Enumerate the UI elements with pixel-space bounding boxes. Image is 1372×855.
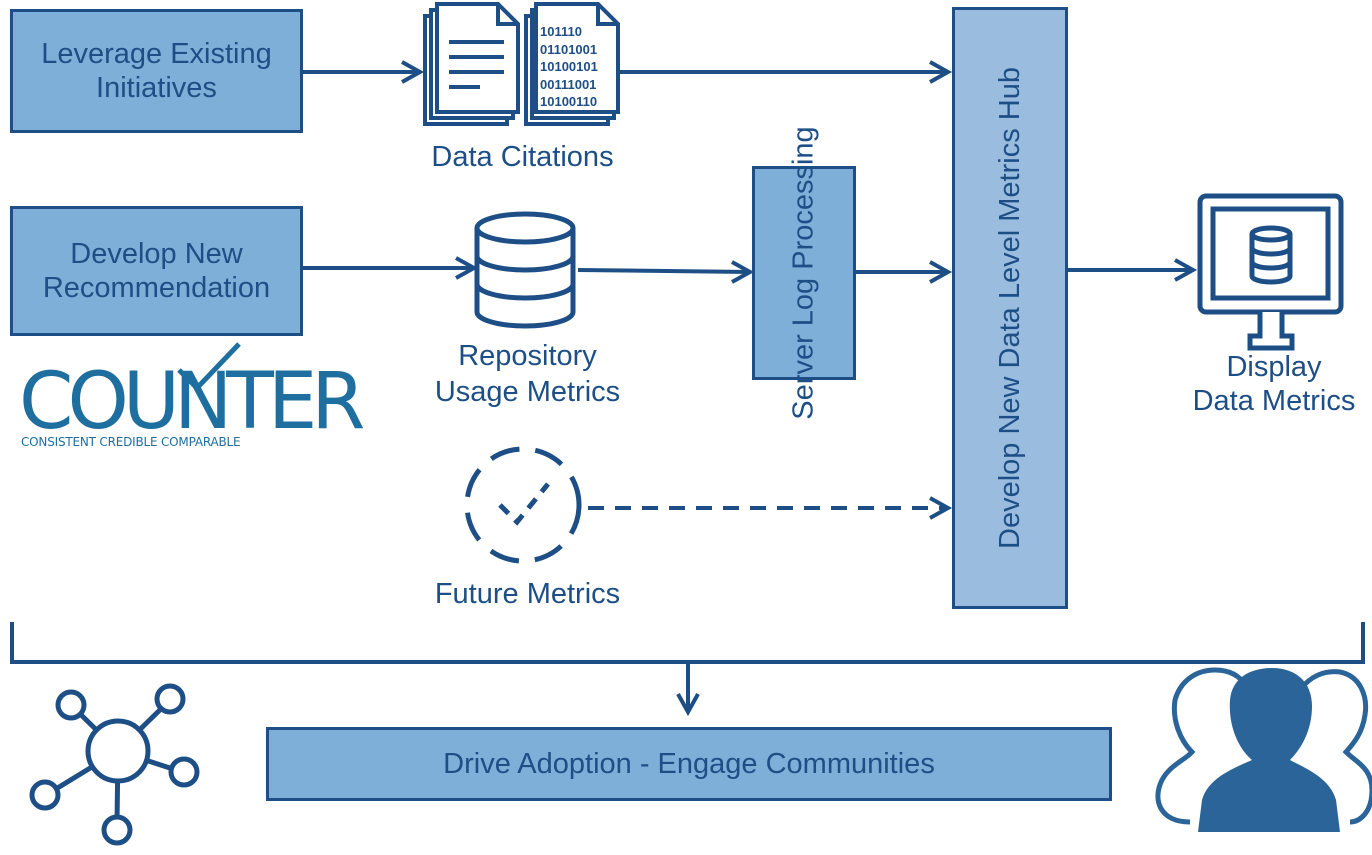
network-icon: [29, 683, 200, 846]
develop-new-recommendation-box: Develop New Recommendation: [10, 206, 303, 336]
drive-adoption-box: Drive Adoption - Engage Communities: [266, 727, 1112, 801]
document-icon: [423, 2, 520, 126]
counter-logo-tagline: CONSISTENT CREDIBLE COMPARABLE: [21, 435, 241, 449]
binary-line: 101110: [540, 24, 582, 39]
counter-logo: COUNTER CONSISTENT CREDIBLE COMPARABLE: [19, 342, 365, 462]
leverage-existing-initiatives-box: Leverage Existing Initiatives: [10, 9, 303, 133]
binary-line: 10100101: [540, 59, 598, 74]
develop-new-label: Develop New Recommendation: [42, 238, 271, 304]
database-icon: [474, 211, 576, 329]
checkmark-icon: [177, 342, 241, 392]
binary-document-icon: [524, 2, 620, 126]
metrics-hub-box: Develop New Data Level Metrics Hub: [952, 7, 1068, 609]
arrow-repository-to-serverlog: [577, 268, 751, 274]
binary-text: 101110 01101001 10100101 00111001 101001…: [540, 23, 598, 111]
bracket: [10, 622, 1365, 664]
leverage-label: Leverage Existing Initiatives: [41, 38, 272, 104]
server-log-label: Server Log Processing: [788, 126, 820, 420]
monitor-database-icon: [1197, 193, 1344, 351]
server-log-processing-box: Server Log Processing: [752, 126, 856, 420]
future-metrics-icon: [464, 446, 582, 564]
drive-adoption-label: Drive Adoption - Engage Communities: [443, 748, 935, 780]
repository-usage-label: Repository Usage Metrics: [434, 340, 621, 408]
counter-logo-word: COUNTER: [19, 357, 365, 447]
future-metrics-label: Future Metrics: [434, 578, 621, 610]
hub-label: Develop New Data Level Metrics Hub: [994, 67, 1026, 549]
binary-line: 00111001: [540, 76, 597, 92]
people-icon: [1155, 667, 1372, 832]
display-data-metrics-label: Display Data Metrics: [1192, 351, 1356, 417]
binary-line: 10100110: [540, 94, 598, 109]
data-citations-label: Data Citations: [431, 141, 614, 173]
binary-line: 01101001: [540, 41, 598, 57]
